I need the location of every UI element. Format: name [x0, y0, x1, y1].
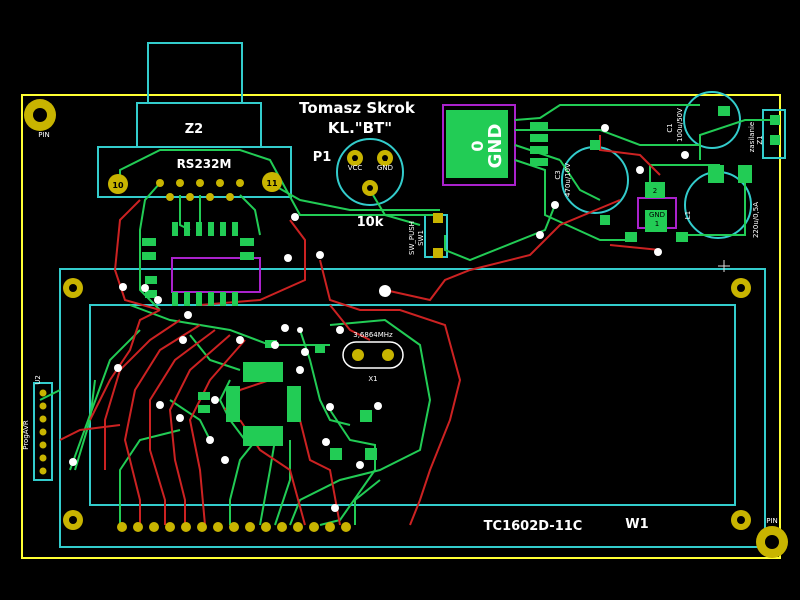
c3-value-label: 470u/10V [564, 163, 572, 197]
c1-value-label: 100u/50V [676, 108, 684, 142]
regulator-pin1-label: 1 [655, 220, 659, 228]
max232-ic [142, 222, 261, 306]
lcd-mount-pads [63, 278, 751, 530]
progavr-label: ProgAVR [22, 420, 30, 450]
w1-label: W1 [625, 517, 648, 532]
mount-pin-right-label: PIN [766, 517, 778, 525]
l1-label: L1 [684, 211, 692, 219]
p1-gnd-label: GND [377, 164, 393, 172]
lcd-window [89, 304, 736, 506]
lcd-model-label: TC1602D-11C [484, 519, 583, 534]
crystal-outline [342, 341, 404, 369]
p1-pads [347, 150, 393, 196]
z2-pin10-label: 10 [112, 181, 124, 190]
board-edge [21, 94, 781, 559]
gnd-regulator-label: GND [485, 124, 506, 169]
l1-value-label: 220u/0,5A [752, 202, 760, 238]
p1-vcc-num: 3 [353, 155, 358, 163]
z2-pin11-label: 11 [266, 179, 278, 188]
lcd-outline [59, 268, 766, 548]
gnd-regulator-body [446, 110, 508, 178]
sw1-label: SW1 [417, 230, 425, 246]
mount-pin-right [756, 526, 788, 558]
regulator-parts [530, 106, 780, 242]
sw1-pads [433, 213, 443, 258]
progavr-outline [33, 382, 53, 481]
lcd-mount-holes [69, 284, 745, 524]
p1-label: P1 [313, 150, 332, 165]
mount-pin-left [24, 99, 56, 131]
p1-gnd-num: 1 [383, 155, 388, 163]
x1-label: X1 [368, 375, 377, 383]
z2-label: Z2 [185, 122, 203, 137]
cursor-crosshair [718, 260, 730, 272]
crystal-label: 3,6864MHz [353, 331, 393, 339]
author-label: Tomasz Skrok [299, 99, 416, 117]
vias [69, 124, 689, 512]
z1-label: Z1 [756, 135, 764, 144]
p1-outline [336, 138, 404, 206]
crystal-pads [352, 349, 394, 361]
zasilanie-label: zasilanie [748, 122, 756, 152]
c1-outline [683, 91, 741, 149]
connector-z2 [97, 42, 292, 198]
z2-pads [108, 172, 282, 201]
gnd-regulator-num: 0 [468, 140, 487, 151]
u2-label: U2 [34, 375, 42, 385]
rs232-label: RS232M [177, 157, 232, 171]
z1-outline [762, 109, 786, 159]
progavr-pads [39, 389, 47, 475]
regulator-gnd-label: GND [649, 211, 665, 219]
c1-label: C1 [666, 123, 674, 132]
mount-pin-left-label: PIN [38, 131, 50, 139]
regulator-pin2-label: 2 [653, 187, 657, 195]
class-label: KL."BT" [328, 119, 392, 137]
lcd-pads [117, 522, 351, 532]
p1-vcc-label: VCC [348, 164, 363, 172]
sw-push-label: SW_PUSH [408, 221, 416, 255]
c3-label: C3 [554, 170, 562, 179]
pot-value-label: 10k [357, 215, 384, 230]
mcu-ic [198, 340, 377, 460]
